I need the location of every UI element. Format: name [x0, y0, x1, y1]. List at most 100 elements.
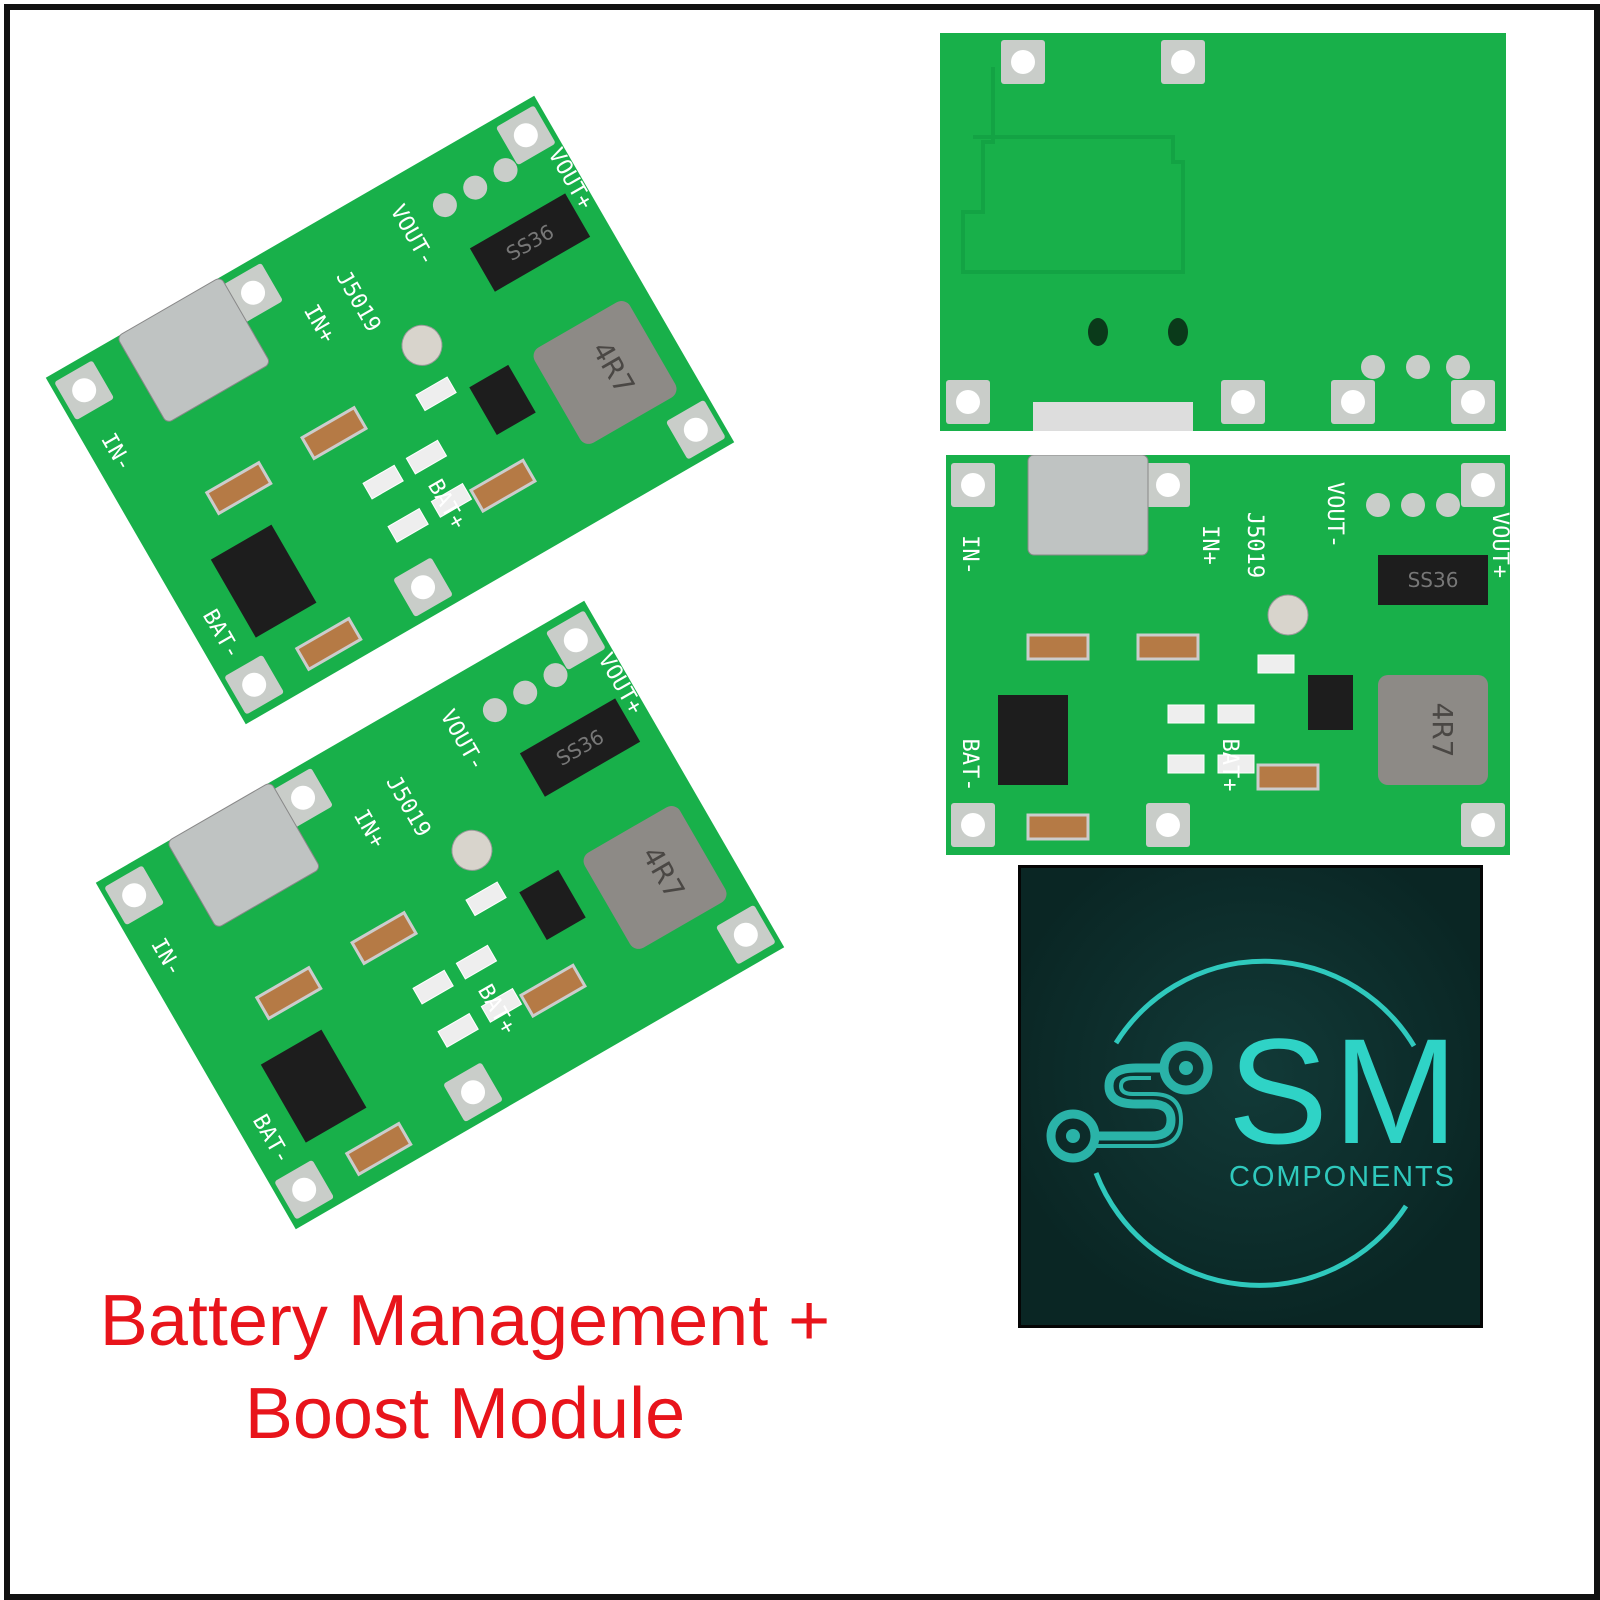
mounting-hole [72, 378, 97, 403]
mounting-hole [956, 390, 980, 414]
resistor [1217, 754, 1255, 774]
product-title-line-2: Boost Module [244, 1374, 686, 1454]
capacitor [350, 910, 419, 966]
resistor [412, 969, 454, 1005]
micro-usb-port [118, 278, 270, 422]
mounting-hole [683, 417, 708, 442]
copper-trace [961, 67, 1185, 274]
mounting-hole [411, 575, 436, 600]
inductor [583, 805, 727, 949]
boost-ic [469, 364, 536, 435]
mounting-hole [1011, 50, 1035, 74]
via-pad [463, 175, 488, 200]
product-title-line-1: Battery Management + [99, 1281, 831, 1361]
diode-label: SS36 [1408, 568, 1459, 592]
via-pad [513, 680, 538, 705]
capacitor [1256, 763, 1320, 791]
via-pad [1361, 355, 1385, 379]
resistor [430, 482, 473, 518]
logo-subtitle: COMPONENTS [1229, 1161, 1454, 1193]
potentiometer [1267, 594, 1309, 636]
capacitor [294, 616, 363, 672]
resistor [387, 507, 429, 543]
capacitor [1026, 813, 1090, 841]
silkscreen-label: IN+ [1197, 525, 1222, 565]
capacitor [344, 1121, 413, 1177]
via-pad [1446, 355, 1470, 379]
silkscreen-label: VOUT- [1322, 482, 1347, 548]
pcb-board-back [940, 33, 1506, 431]
resistor [362, 464, 404, 500]
capacitor [1026, 633, 1090, 661]
silkscreen-label: BAT+ [1217, 739, 1242, 792]
capacitor [254, 965, 323, 1021]
diode [519, 698, 641, 797]
mounting-hole [242, 672, 267, 697]
inductor [1378, 675, 1488, 785]
capacitor [468, 458, 537, 514]
resistor [1167, 704, 1205, 724]
capacitor [204, 460, 273, 516]
resistor [437, 1012, 479, 1048]
resistor [455, 944, 498, 980]
diode [1378, 555, 1488, 605]
resistor [1257, 654, 1295, 674]
charger-ic [210, 524, 317, 638]
capacitor [1136, 633, 1200, 661]
silkscreen-label: J5019 [1242, 512, 1267, 578]
sm-components-logo: SM COMPONENTS [1018, 865, 1483, 1328]
potentiometer [451, 829, 493, 871]
via-pad [482, 698, 507, 723]
resistor [415, 376, 457, 412]
resistor [405, 439, 448, 475]
resistor [480, 987, 523, 1023]
charger-ic [260, 1029, 367, 1143]
mounting-hole [513, 123, 538, 148]
silkscreen-label: VOUT+ [1487, 512, 1511, 578]
logo-brand: SM [1228, 1007, 1458, 1175]
capacitor [300, 405, 369, 461]
mounting-hole [1461, 390, 1485, 414]
micro-usb-port [1027, 455, 1149, 556]
mounting-hole [1171, 50, 1195, 74]
usb-cutout [1033, 402, 1193, 431]
diode [469, 193, 591, 292]
pcb-board-front: 4R7 SS36 IN- BAT- IN+ J5019 VOUT- VOUT+ BAT+ [946, 455, 1511, 855]
mounting-hole [122, 883, 147, 908]
mounting-hole [961, 813, 985, 837]
boost-ic [1308, 675, 1353, 730]
mounting-hole [1341, 390, 1365, 414]
mounting-hole [461, 1080, 486, 1105]
resistor [465, 881, 507, 917]
mounting-hole [1231, 390, 1255, 414]
mounting-hole [1471, 813, 1495, 837]
silkscreen-label: BAT- [957, 739, 982, 792]
inductor [533, 300, 677, 444]
potentiometer [401, 324, 443, 366]
mounting-hole [563, 628, 588, 653]
mounting-hole [961, 473, 985, 497]
mounting-hole [1156, 473, 1180, 497]
mounting-hole [241, 280, 266, 305]
via-pad [1436, 493, 1460, 517]
mounting-hole [292, 1177, 317, 1202]
silkscreen-label: IN- [957, 535, 982, 575]
resistor [1217, 704, 1255, 724]
micro-usb-port [168, 783, 320, 927]
mounting-hole [1471, 473, 1495, 497]
inductor-label: 4R7 [1426, 702, 1459, 757]
boost-ic [519, 869, 586, 940]
resistor [1167, 754, 1205, 774]
mounting-slot [1088, 318, 1108, 346]
capacitor [518, 963, 587, 1019]
via-pad [493, 158, 518, 183]
mounting-slot [1168, 318, 1188, 346]
mounting-hole [1156, 813, 1180, 837]
via-pad [432, 193, 457, 218]
via-pad [1401, 493, 1425, 517]
mounting-hole [291, 785, 316, 810]
charger-ic [998, 695, 1068, 785]
mounting-hole [733, 922, 758, 947]
